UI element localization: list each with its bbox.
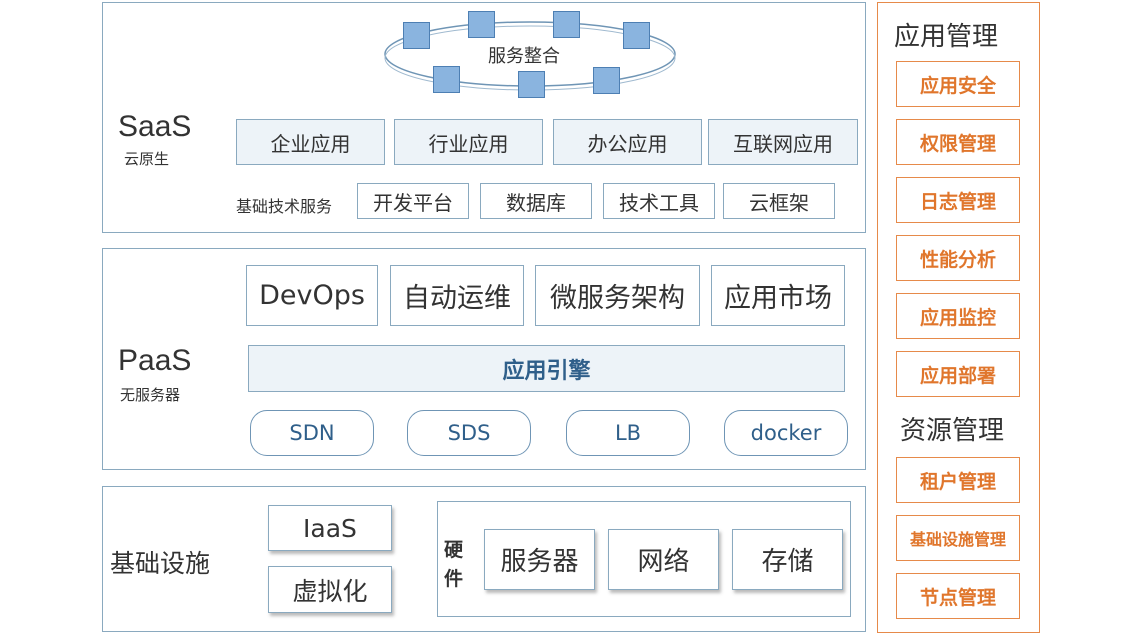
paas-sdn: SDN (250, 410, 374, 456)
saas-title: SaaS (118, 110, 192, 143)
paas-app-market: 应用市场 (711, 265, 845, 326)
service-node (593, 67, 620, 94)
paas-devops: DevOps (246, 265, 378, 326)
paas-app-engine: 应用引擎 (248, 345, 845, 392)
service-node (468, 11, 495, 38)
infra-virtualization: 虚拟化 (268, 566, 392, 613)
app-enterprise: 企业应用 (236, 119, 385, 165)
paas-microservices: 微服务架构 (535, 265, 700, 326)
service-node (433, 66, 460, 93)
service-integration-label: 服务整合 (488, 46, 560, 67)
saas-subtitle: 云原生 (124, 150, 170, 168)
paas-lb: LB (566, 410, 690, 456)
app-office: 办公应用 (553, 119, 702, 165)
resource-management-title: 资源管理 (900, 416, 1005, 446)
service-database: 数据库 (480, 183, 592, 219)
infrastructure-management: 基础设施管理 (896, 515, 1020, 561)
service-tech-tools: 技术工具 (603, 183, 715, 219)
app-security: 应用安全 (896, 61, 1020, 107)
hardware-label-top: 硬 (444, 539, 464, 561)
paas-auto-ops: 自动运维 (390, 265, 524, 326)
hardware-storage: 存储 (732, 529, 843, 590)
base-services-label: 基础技术服务 (236, 197, 333, 216)
app-internet: 互联网应用 (708, 119, 858, 165)
infra-iaas: IaaS (268, 505, 392, 551)
hardware-server: 服务器 (484, 529, 595, 590)
paas-sds: SDS (407, 410, 531, 456)
log-management: 日志管理 (896, 177, 1020, 223)
paas-subtitle: 无服务器 (120, 386, 181, 404)
service-node (403, 22, 430, 49)
permission-management: 权限管理 (896, 119, 1020, 165)
hardware-label-bottom: 件 (444, 568, 464, 590)
paas-docker: docker (724, 410, 848, 456)
node-management: 节点管理 (896, 573, 1020, 619)
service-node (518, 71, 545, 98)
service-node (553, 11, 580, 38)
performance-analysis: 性能分析 (896, 235, 1020, 281)
service-cloud-framework: 云框架 (723, 183, 835, 219)
app-deployment: 应用部署 (896, 351, 1020, 397)
app-management-title: 应用管理 (894, 22, 999, 52)
hardware-network: 网络 (608, 529, 719, 590)
app-monitoring: 应用监控 (896, 293, 1020, 339)
service-node (623, 22, 650, 49)
infra-title: 基础设施 (110, 549, 211, 578)
service-dev-platform: 开发平台 (357, 183, 469, 219)
paas-title: PaaS (118, 344, 192, 377)
app-industry: 行业应用 (394, 119, 543, 165)
tenant-management: 租户管理 (896, 457, 1020, 503)
